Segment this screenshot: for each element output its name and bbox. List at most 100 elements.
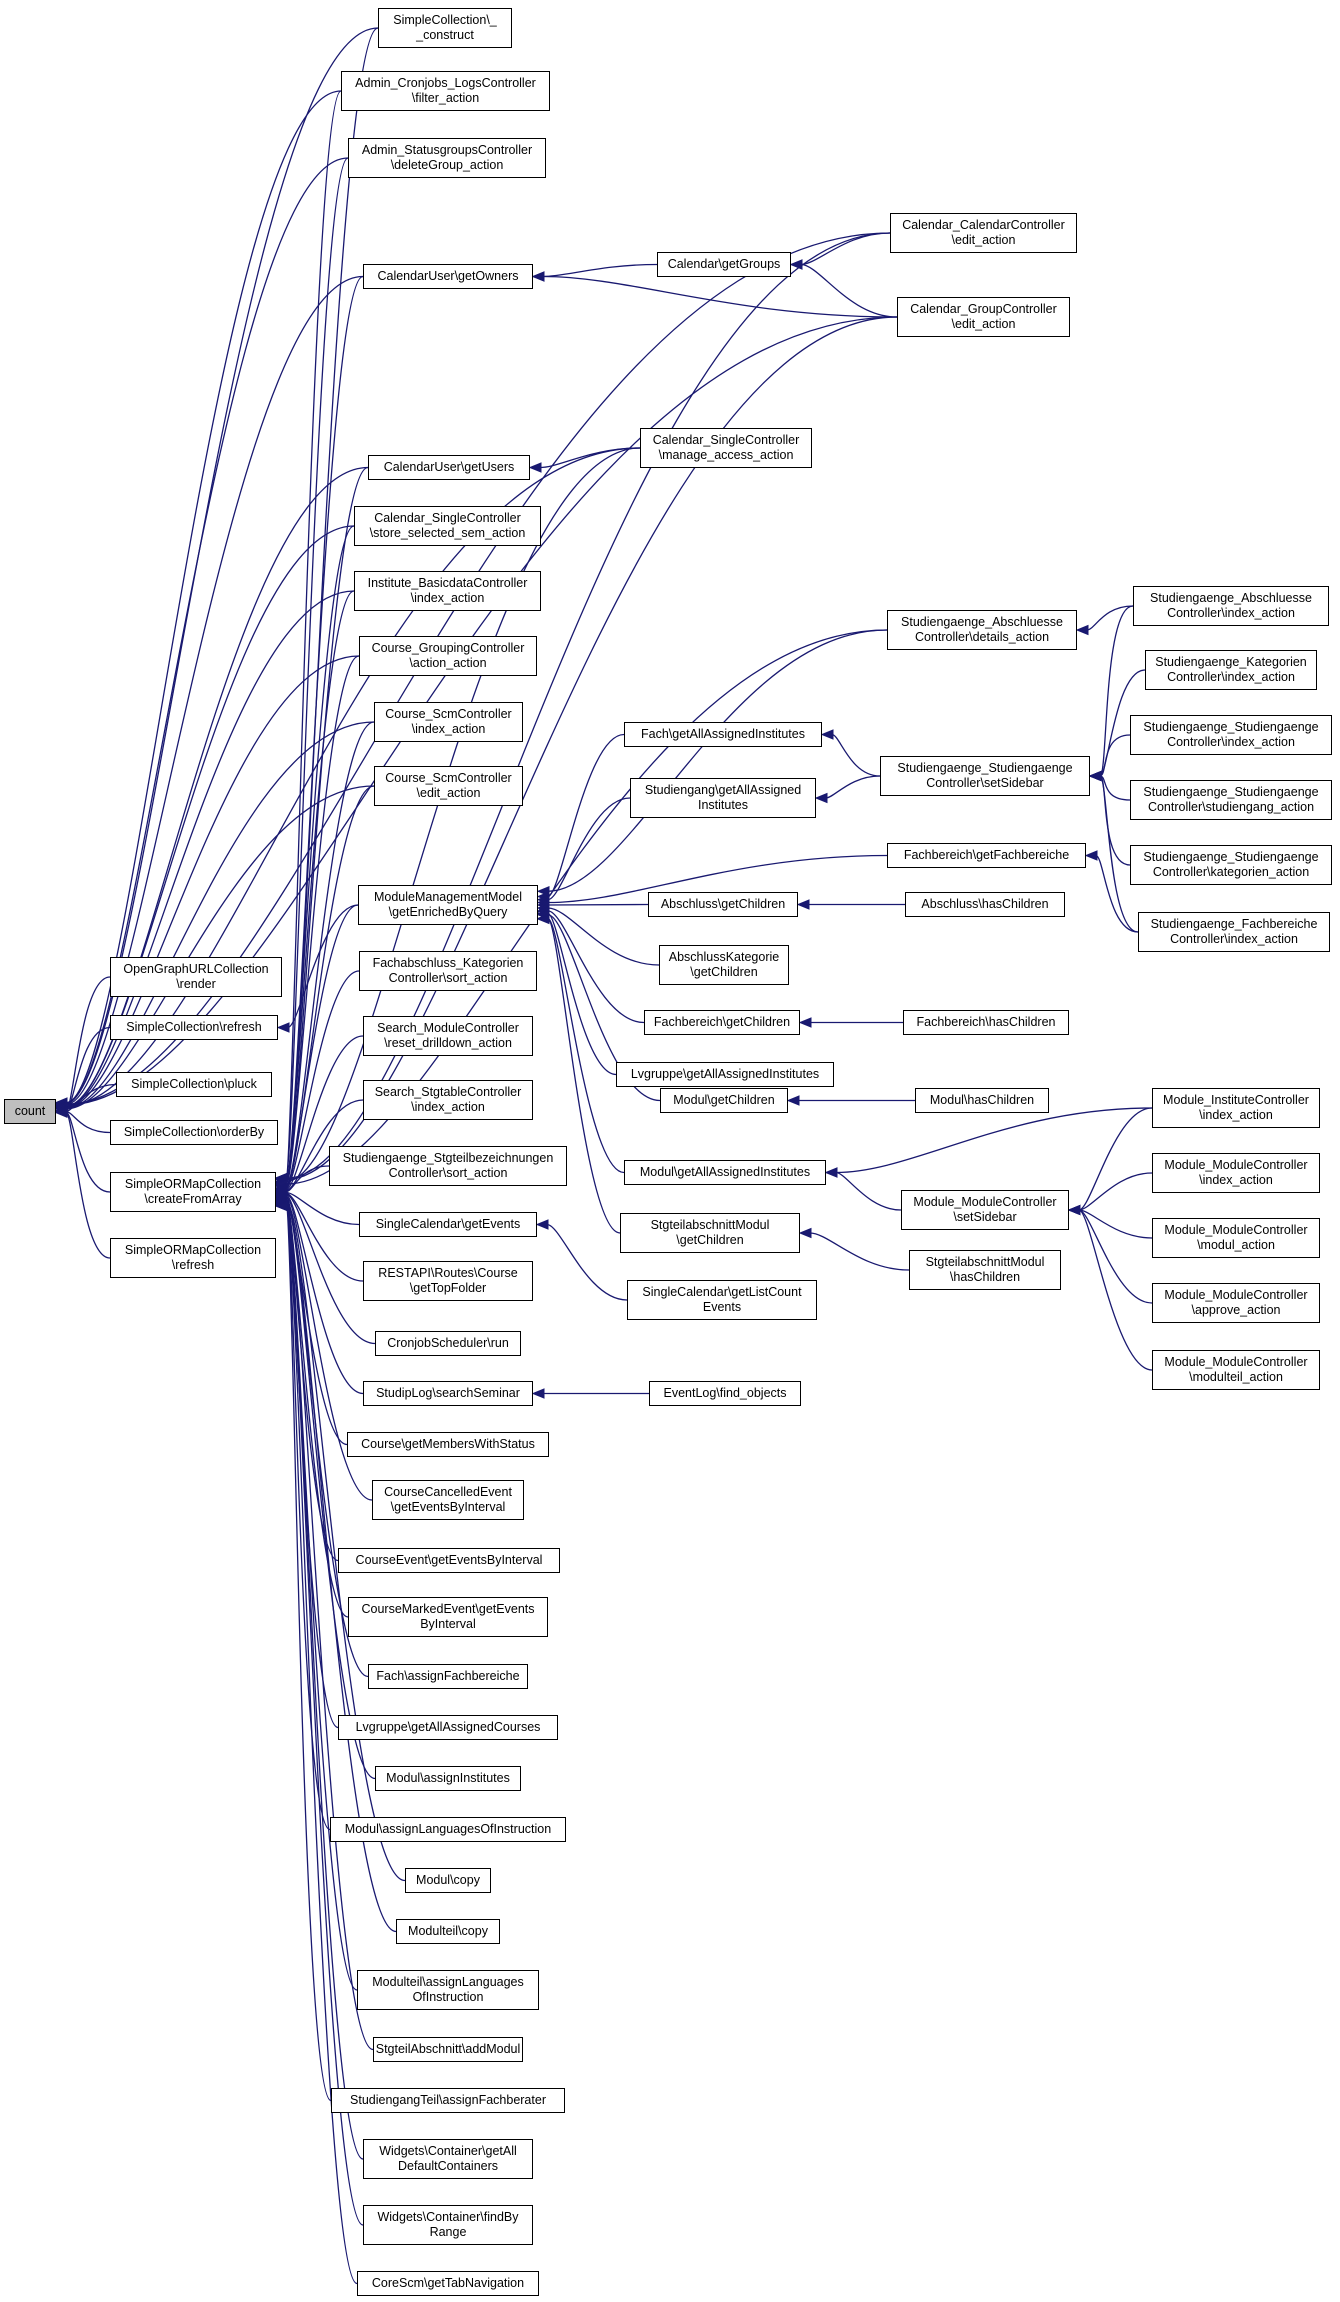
node-sorm-refresh[interactable]: SimpleORMapCollection\refresh xyxy=(110,1238,276,1278)
node-label-line: Studiengaenge_Studiengaenge xyxy=(1143,850,1319,864)
node-fach-assign[interactable]: Fach\assignFachbereiche xyxy=(368,1664,528,1689)
node-modul-has[interactable]: Modul\hasChildren xyxy=(915,1088,1049,1113)
node-label-line: Controller\index_action xyxy=(1167,606,1295,620)
node-stgmodul-children[interactable]: StgteilabschnittModul\getChildren xyxy=(620,1213,800,1253)
node-studiplog-search[interactable]: StudipLog\searchSeminar xyxy=(363,1381,533,1406)
node-cal-getgroups[interactable]: Calendar\getGroups xyxy=(657,252,791,277)
node-fachber-get[interactable]: Fachbereich\getFachbereiche xyxy=(887,843,1086,868)
node-lvg-courses[interactable]: Lvgruppe\getAllAssignedCourses xyxy=(338,1715,558,1740)
node-count[interactable]: count xyxy=(4,1099,56,1124)
node-modmod-sidebar[interactable]: Module_ModuleController\setSidebar xyxy=(901,1190,1069,1230)
node-search-module[interactable]: Search_ModuleController\reset_drilldown_… xyxy=(363,1016,533,1056)
edge-arrowhead xyxy=(528,462,542,473)
node-mmm-enriched[interactable]: ModuleManagementModel\getEnrichedByQuery xyxy=(358,885,538,925)
node-label-line: SimpleCollection\refresh xyxy=(126,1020,262,1034)
node-label-line: Fachabschluss_Kategorien xyxy=(372,956,524,970)
node-label-line: SingleCalendar\getListCount xyxy=(642,1285,802,1299)
node-sorm-create[interactable]: SimpleORMapCollection\createFromArray xyxy=(110,1172,276,1212)
node-label-line: DefaultContainers xyxy=(397,2159,499,2173)
node-label-line: ModuleManagementModel xyxy=(373,890,522,904)
node-singlecal-events[interactable]: SingleCalendar\getEvents xyxy=(359,1212,537,1237)
edge-arrowhead xyxy=(1075,624,1089,636)
node-ce-interval[interactable]: CourseEvent\getEventsByInterval xyxy=(338,1548,560,1573)
node-calsingle-manage[interactable]: Calendar_SingleController\manage_access_… xyxy=(640,428,812,468)
node-label-line: \setSidebar xyxy=(953,1210,1017,1224)
node-search-stg[interactable]: Search_StgtableController\index_action xyxy=(363,1080,533,1120)
node-inst-basic[interactable]: Institute_BasicdataController\index_acti… xyxy=(354,571,541,611)
node-scm-edit[interactable]: Course_ScmController\edit_action xyxy=(374,766,523,806)
node-label-line: count xyxy=(14,1104,46,1118)
node-stgab-add[interactable]: StgteilAbschnitt\addModul xyxy=(373,2037,523,2062)
node-fachber-has[interactable]: Fachbereich\hasChildren xyxy=(903,1010,1069,1035)
node-course-grouping[interactable]: Course_GroupingController\action_action xyxy=(359,636,537,676)
node-sc-orderby[interactable]: SimpleCollection\orderBy xyxy=(110,1120,278,1145)
node-abschkat-children[interactable]: AbschlussKategorie\getChildren xyxy=(659,945,789,985)
edge-arrowhead xyxy=(1067,1204,1081,1216)
node-label-line: StgteilabschnittModul xyxy=(650,1218,770,1232)
node-rest-course[interactable]: RESTAPI\Routes\Course\getTopFolder xyxy=(363,1261,533,1301)
node-modmod-modul[interactable]: Module_ModuleController\modul_action xyxy=(1152,1218,1320,1258)
edge-arrowhead xyxy=(789,259,803,270)
node-modul-copy[interactable]: Modul\copy xyxy=(405,1868,491,1893)
node-label-line: \index_action xyxy=(411,1100,485,1114)
edge-sc-refresh-to-count xyxy=(65,1026,111,1112)
node-cce-interval[interactable]: CourseCancelledEvent\getEventsByInterval xyxy=(372,1480,524,1520)
node-stgteil-fach[interactable]: StudiengangTeil\assignFachberater xyxy=(331,2088,565,2113)
node-scm-index[interactable]: Course_ScmController\index_action xyxy=(374,702,523,742)
node-caluser-owners[interactable]: CalendarUser\getOwners xyxy=(363,264,533,289)
node-course-members[interactable]: Course\getMembersWithStatus xyxy=(347,1432,549,1457)
node-calsingle-store[interactable]: Calendar_SingleController\store_selected… xyxy=(354,506,541,546)
node-calgroup-edit[interactable]: Calendar_GroupController\edit_action xyxy=(897,297,1070,337)
node-status-delete[interactable]: Admin_StatusgroupsController\deleteGroup… xyxy=(348,138,546,178)
node-sc-construct[interactable]: SimpleCollection\__construct xyxy=(378,8,512,48)
node-cron-run[interactable]: CronjobScheduler\run xyxy=(375,1331,521,1356)
node-modulteil-copy[interactable]: Modulteil\copy xyxy=(396,1919,500,1944)
node-label-line: Studiengaenge_Studiengaenge xyxy=(1143,720,1319,734)
node-sc-refresh[interactable]: SimpleCollection\refresh xyxy=(110,1015,278,1040)
edge-calgroup-edit-to-sorm-create xyxy=(285,316,898,1181)
node-eventlog-find[interactable]: EventLog\find_objects xyxy=(649,1381,801,1406)
node-absch-children[interactable]: Abschluss\getChildren xyxy=(648,892,798,917)
node-stgmodul-has[interactable]: StgteilabschnittModul\hasChildren xyxy=(909,1250,1061,1290)
node-fach-inst[interactable]: Fach\getAllAssignedInstitutes xyxy=(624,722,822,747)
node-fachber-children[interactable]: Fachbereich\getChildren xyxy=(644,1010,800,1035)
node-label-line: Controller\details_action xyxy=(914,630,1050,644)
node-modmod-modulteil[interactable]: Module_ModuleController\modulteil_action xyxy=(1152,1350,1320,1390)
node-modmod-index[interactable]: Module_ModuleController\index_action xyxy=(1152,1153,1320,1193)
node-absch-has[interactable]: Abschluss\hasChildren xyxy=(905,892,1065,917)
edge-search-module-to-sorm-create xyxy=(285,1035,364,1191)
node-calctrl-edit[interactable]: Calendar_CalendarController\edit_action xyxy=(890,213,1077,253)
node-sc-pluck[interactable]: SimpleCollection\pluck xyxy=(116,1072,272,1097)
node-cron-filter[interactable]: Admin_Cronjobs_LogsController\filter_act… xyxy=(341,71,550,111)
node-modul-children[interactable]: Modul\getChildren xyxy=(660,1088,788,1113)
node-modul-inst[interactable]: Modul\getAllAssignedInstitutes xyxy=(624,1160,826,1185)
node-label-line: Search_ModuleController xyxy=(377,1021,519,1035)
node-label-line: RESTAPI\Routes\Course xyxy=(378,1266,518,1280)
node-modul-lang[interactable]: Modul\assignLanguagesOfInstruction xyxy=(330,1817,566,1842)
node-ogu-render[interactable]: OpenGraphURLCollection\render xyxy=(110,957,282,997)
edge-arrowhead xyxy=(276,1022,290,1033)
node-caluser-users[interactable]: CalendarUser\getUsers xyxy=(368,455,530,480)
node-lvg-inst[interactable]: Lvgruppe\getAllAssignedInstitutes xyxy=(616,1062,834,1087)
node-modmod-approve[interactable]: Module_ModuleController\approve_action xyxy=(1152,1283,1320,1323)
node-modinst-index[interactable]: Module_InstituteController\index_action xyxy=(1152,1088,1320,1128)
node-modul-assigninst[interactable]: Modul\assignInstitutes xyxy=(375,1766,521,1791)
node-corescm-tab[interactable]: CoreScm\getTabNavigation xyxy=(357,2271,539,2296)
node-label-line: Modul\assignLanguagesOfInstruction xyxy=(344,1822,552,1836)
